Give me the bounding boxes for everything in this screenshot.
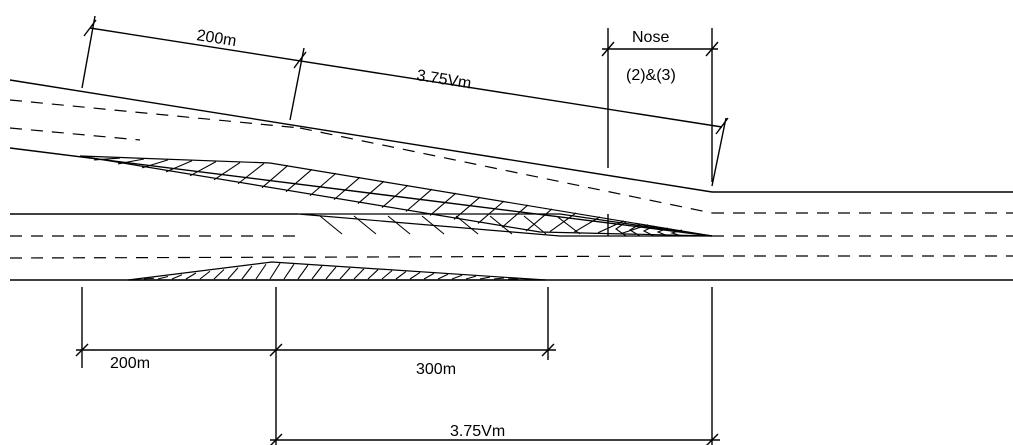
hatch-line (479, 276, 491, 280)
bottom-tick-1a (75, 343, 89, 357)
hatch-line (309, 172, 337, 197)
top-tick-2 (293, 51, 307, 69)
hatch-line (353, 215, 377, 235)
hatch-line (93, 157, 121, 161)
ramp-lane-line-1 (9, 99, 301, 129)
hatch-line (339, 267, 351, 280)
hatch-line (319, 215, 343, 235)
hatch-line (437, 273, 449, 280)
bottom-tick-1c (541, 343, 555, 357)
hatch-line (283, 263, 295, 280)
hatch-line (227, 267, 239, 280)
hatch-line (489, 215, 513, 235)
ramp-lane-line-2 (299, 127, 713, 214)
bottom-tick-2b (706, 433, 719, 445)
hatch-line (241, 265, 253, 280)
hatch-line (213, 269, 225, 280)
top-dimension-line (89, 27, 723, 128)
label-bottom-3-75vm: 3.75Vm (450, 423, 505, 440)
hatch-line (557, 216, 581, 235)
hatch-line (199, 270, 211, 280)
top-extension-2 (289, 47, 305, 121)
median-hatched-wedge (297, 213, 713, 237)
hatch-line (261, 164, 289, 189)
hatch-line (185, 272, 197, 280)
hatch-line (395, 271, 407, 280)
ramp-inner-edge (9, 147, 713, 237)
hatch-line (213, 162, 241, 181)
hatch-line (285, 168, 313, 193)
top-extension-1 (81, 15, 96, 89)
ramp-outer-edge (9, 79, 713, 193)
hatch-line (381, 184, 409, 208)
ramp-lane-line-3 (9, 127, 141, 141)
hatch-line (189, 161, 217, 177)
hatch-line (269, 262, 281, 280)
hatch-line (353, 268, 365, 280)
hatch-line (325, 266, 337, 280)
top-tick-1 (83, 19, 97, 37)
hatch-line (357, 180, 385, 204)
hatch-line (297, 264, 309, 280)
hatch-line (367, 269, 379, 280)
median-hatch-marks (319, 215, 581, 235)
hatch-line (405, 188, 433, 212)
hatch-line (255, 263, 267, 280)
lower-hatched-taper (127, 261, 547, 281)
hatch-line (333, 176, 361, 201)
hatch-line (493, 277, 505, 280)
nose-tick-right (705, 41, 719, 57)
hatch-line (237, 162, 265, 185)
hatch-line (501, 204, 529, 228)
hatch-line (143, 277, 155, 280)
hatch-line (477, 200, 505, 224)
label-nose-ref: (2)&(3) (626, 67, 676, 84)
label-bottom-300m: 300m (416, 361, 456, 378)
label-top-200m: 200m (195, 27, 237, 50)
hatch-line (465, 275, 477, 280)
bottom-tick-1b (269, 343, 283, 357)
hatch-line (421, 215, 445, 235)
hatch-line (117, 158, 145, 165)
hatch-line (171, 274, 183, 280)
lower-hatch-marks (143, 262, 519, 280)
hatch-line (157, 275, 169, 280)
hatch-line (429, 192, 457, 216)
nose-chevrons (615, 221, 683, 237)
label-top-3-75vm: 3.75Vm (415, 67, 472, 92)
hatch-line (423, 272, 435, 280)
label-nose: Nose (632, 29, 669, 46)
hatch-line (453, 196, 481, 220)
top-extension-3 (711, 117, 727, 187)
hatch-line (409, 271, 421, 280)
road-lane-line-2 (9, 255, 713, 259)
hatch-line (141, 159, 169, 169)
hatch-line (165, 160, 193, 173)
bottom-tick-2a (270, 433, 283, 445)
hatch-line (311, 265, 323, 280)
hatch-line (455, 215, 479, 235)
top-tick-3 (715, 117, 729, 135)
hatch-line (381, 270, 393, 280)
hatch-line (525, 208, 553, 232)
label-bottom-200m: 200m (110, 355, 150, 372)
hatch-line (451, 274, 463, 280)
nose-tick-left (601, 41, 615, 57)
hatch-line (387, 215, 411, 235)
hatch-line (523, 215, 547, 235)
upper-hatch-marks (93, 157, 649, 234)
